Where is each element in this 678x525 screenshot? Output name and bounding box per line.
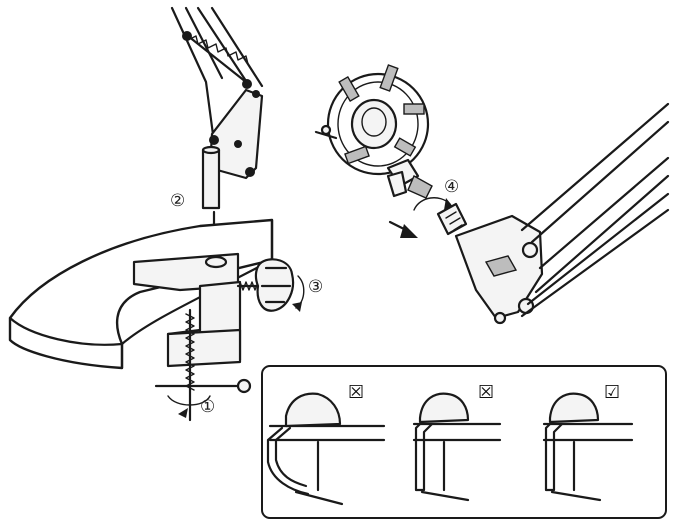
spring-anchor-bottom [242, 79, 252, 89]
verdict-mark-1: ☒ [348, 382, 364, 403]
step-2-label: ② [170, 191, 185, 211]
step-4-label: ④ [444, 177, 459, 197]
boom-arm-lower-section [170, 6, 264, 210]
step-3-label: ③ [308, 277, 323, 297]
verdict-mark-2: ☒ [478, 382, 494, 403]
step-1-group: ① [154, 308, 252, 422]
mounting-post [201, 148, 221, 210]
verdict-mark-3: ☑ [604, 382, 620, 403]
step-1-label: ① [200, 397, 215, 417]
step-3-group: ③ [236, 258, 323, 312]
clamp-post-hole [204, 255, 228, 269]
clamp-usage-panel: ☒ ☒ ☑ [261, 365, 667, 519]
step-4-group: ④ [388, 177, 468, 238]
screw-rotate-arrow-icon [167, 395, 211, 406]
example-incorrect-1: ☒ [266, 382, 386, 506]
example-incorrect-2: ☒ [412, 382, 502, 502]
spring-anchor-top [182, 31, 192, 41]
shock-mount [314, 64, 433, 199]
example-correct: ☑ [542, 382, 634, 502]
tightening-knob-icon [254, 258, 295, 312]
desk-clamp [132, 252, 242, 368]
arm-spring [186, 34, 249, 84]
boom-arm-upper-section [454, 102, 670, 325]
detach-arrow-icon [388, 220, 418, 238]
